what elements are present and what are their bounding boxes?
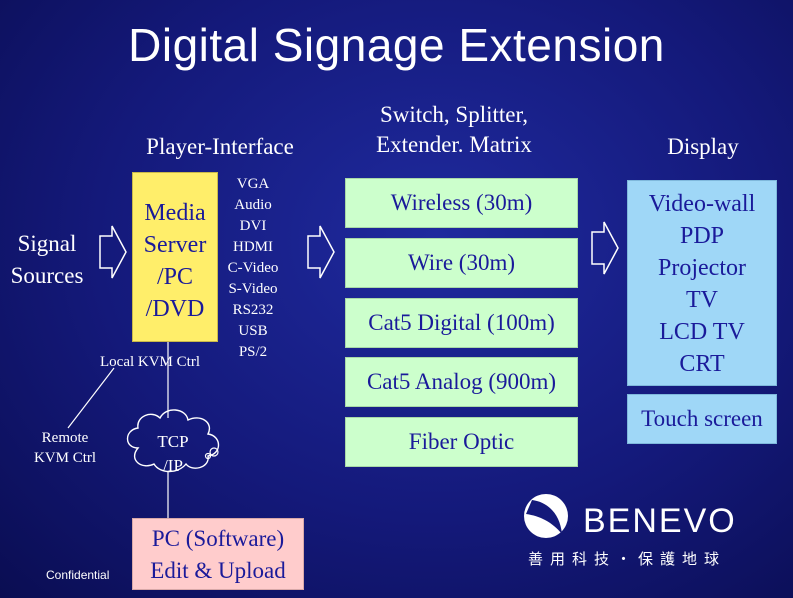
cloud-line: /IP xyxy=(163,456,183,475)
cloud-icon xyxy=(126,409,220,473)
header-display: Display xyxy=(667,134,739,159)
display-box: Video-wall PDP Projector TV LCD TV CRT xyxy=(627,180,777,386)
remote-kvm-line: KVM Ctrl xyxy=(33,450,97,466)
media-server-box: Media Server /PC /DVD xyxy=(132,172,218,342)
slide-title: Digital Signage Extension xyxy=(128,19,665,71)
brand-slogan: 善用科技・保護地球 xyxy=(528,550,727,568)
media-server-line: Server xyxy=(143,232,207,258)
signal-line: Signal xyxy=(17,231,77,256)
local-kvm-label: Local KVM Ctrl xyxy=(100,354,200,370)
port-item: PS/2 xyxy=(238,344,268,360)
display-item: TV xyxy=(686,287,718,313)
header-player-interface: Player-Interface xyxy=(146,134,294,159)
display-item: Projector xyxy=(658,255,746,281)
arrow-right-icon xyxy=(307,225,335,279)
extender-cat5-analog: Cat5 Analog (900m) xyxy=(345,357,578,407)
display-item: CRT xyxy=(679,351,725,377)
signal-line: Sources xyxy=(10,263,84,288)
extender-wire: Wire (30m) xyxy=(345,238,578,288)
port-item: Audio xyxy=(234,197,272,213)
port-item: S-Video xyxy=(228,281,278,297)
header-switch-line2: Extender. Matrix xyxy=(376,132,532,157)
extender-fiber-optic: Fiber Optic xyxy=(345,417,578,467)
header-switch-line1: Switch, Splitter, xyxy=(380,102,528,127)
remote-kvm-line: Remote xyxy=(41,430,89,446)
pc-software-line: PC (Software) xyxy=(151,526,285,551)
cloud-bubble-icon xyxy=(209,447,219,457)
port-item: RS232 xyxy=(232,302,274,318)
tcp-ip-label: TCP /IP xyxy=(148,430,198,478)
port-item: HDMI xyxy=(233,239,273,255)
port-list: VGA Audio DVI HDMI C-Video S-Video RS232… xyxy=(222,174,284,363)
display-item: PDP xyxy=(679,223,725,249)
media-server-line: /DVD xyxy=(145,296,205,322)
header-switch: Switch, Splitter, Extender. Matrix xyxy=(340,100,568,160)
pc-software-box: PC (Software) Edit & Upload xyxy=(132,518,304,590)
pc-software-line: Edit & Upload xyxy=(150,558,286,583)
cloud-bubble-icon xyxy=(204,452,212,460)
display-item: LCD TV xyxy=(659,319,745,345)
brand-name: BENEVO xyxy=(583,502,737,540)
arrow-right-icon xyxy=(591,221,619,275)
connector-line xyxy=(67,367,115,429)
port-item: VGA xyxy=(236,176,270,192)
arrow-right-icon xyxy=(99,225,127,279)
port-item: C-Video xyxy=(227,260,279,276)
media-server-line: Media xyxy=(144,200,206,226)
confidential-label: Confidential xyxy=(46,568,110,582)
port-item: USB xyxy=(238,323,268,339)
display-item: Video-wall xyxy=(648,191,756,217)
media-server-line: /PC xyxy=(156,264,194,290)
remote-kvm-label: Remote KVM Ctrl xyxy=(30,428,100,468)
signal-sources-label: Signal Sources xyxy=(2,228,92,292)
benevo-logo-swoosh xyxy=(526,500,562,534)
cloud-line: TCP xyxy=(157,432,189,451)
port-item: DVI xyxy=(239,218,267,234)
extender-cat5-digital: Cat5 Digital (100m) xyxy=(345,298,578,348)
extender-wireless: Wireless (30m) xyxy=(345,178,578,228)
touch-screen-box: Touch screen xyxy=(627,394,777,444)
